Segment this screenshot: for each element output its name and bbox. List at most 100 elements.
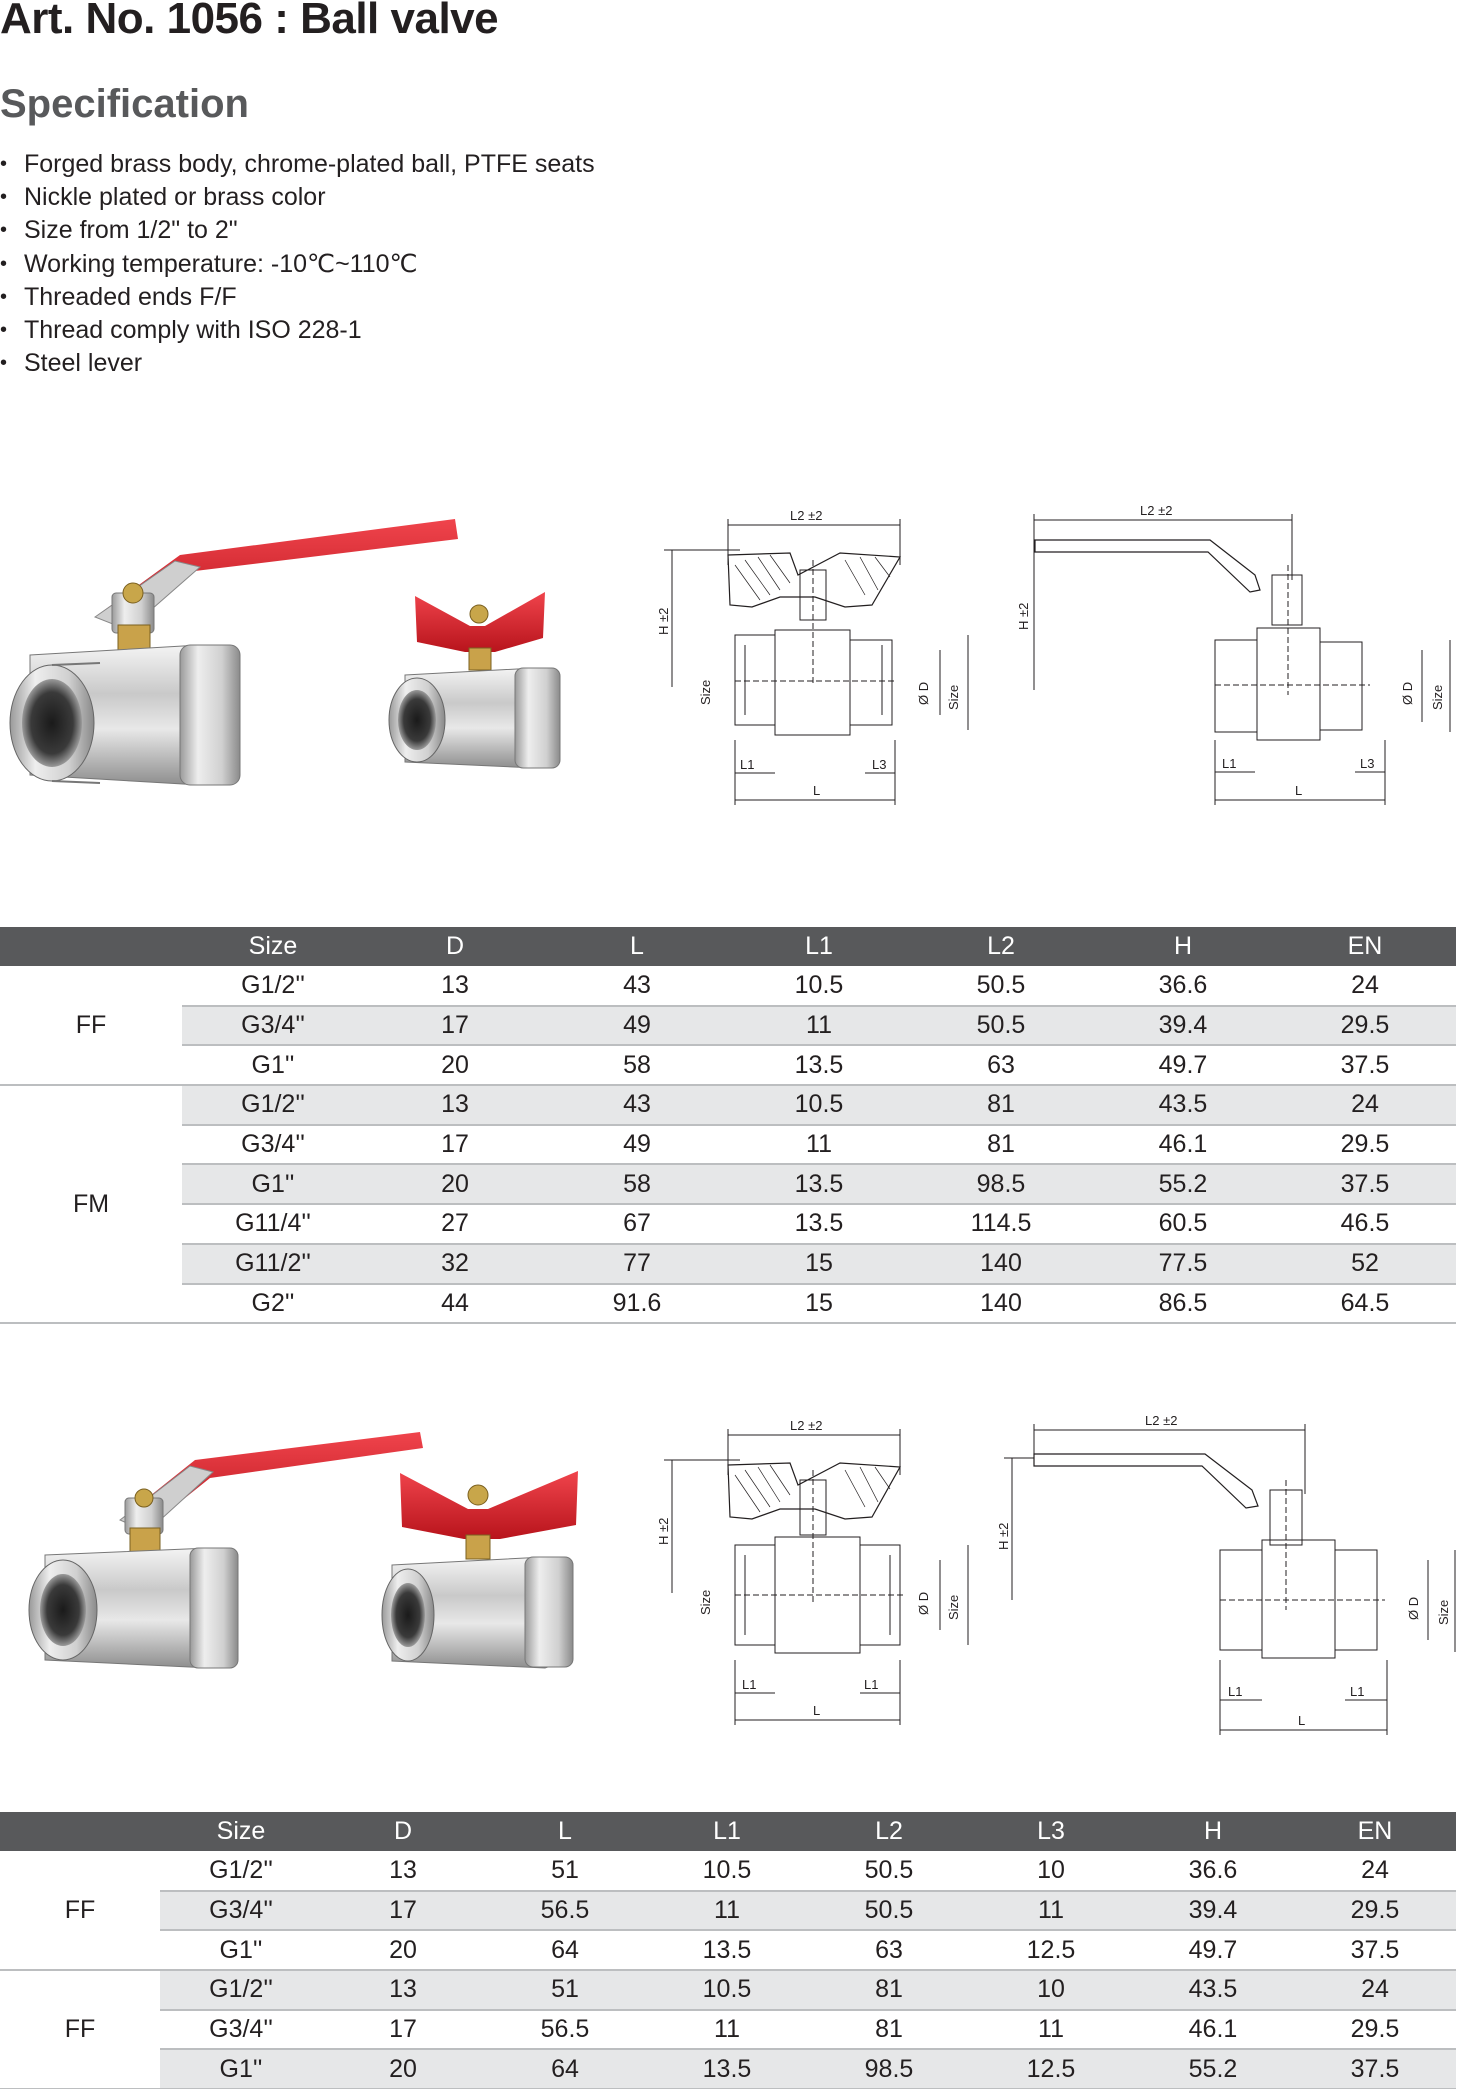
table-cell: 81 [808,2009,970,2051]
table-cell: 17 [364,1005,546,1047]
spec-item: •Threaded ends F/F [0,281,595,314]
table-cell: 11 [646,1890,808,1932]
table-cell: 46.5 [1274,1204,1456,1245]
header-cell: D [364,927,546,966]
table-cell: 13.5 [728,1204,910,1245]
table-cell: 10 [970,1970,1132,2011]
table-cell: 43.5 [1092,1085,1274,1126]
spec-item: •Nickle plated or brass color [0,181,595,214]
header-cell [0,1812,160,1851]
section-heading: Specification [0,82,249,126]
table-cell: 13.5 [646,1930,808,1972]
table-cell: 13.5 [728,1164,910,1206]
dim-label-l3: L3 [1360,756,1374,771]
table-cell: 60.5 [1092,1204,1274,1245]
dim-label-d: Ø D [1406,1597,1421,1620]
dim-label-l1: L1 [1228,1684,1242,1699]
size-cell: G1'' [182,1164,364,1206]
header-cell: EN [1294,1812,1456,1851]
table-cell: 140 [910,1283,1092,1325]
dim-label-size: Size [1436,1600,1451,1625]
group-label: FM [0,1085,182,1325]
table-row: G3/4'' 17 49 11 81 46.1 29.5 [0,1124,1456,1166]
table-cell: 64.5 [1274,1283,1456,1325]
table-cell: 17 [322,2009,484,2051]
spec-item: •Size from 1/2" to 2" [0,214,595,247]
table-cell: 49.7 [1092,1045,1274,1087]
table-cell: 64 [484,2049,646,2089]
table-cell: 46.1 [1132,2009,1294,2051]
table-cell: 10.5 [728,1085,910,1126]
header-cell: Size [182,927,364,966]
dim-label-l: L [1295,783,1302,798]
table-cell: 81 [910,1085,1092,1126]
size-cell: G1'' [160,1930,322,1972]
dim-label-l: L [813,1703,820,1718]
table-cell: 56.5 [484,1890,646,1932]
table-cell: 114.5 [910,1204,1092,1245]
table-row: G3/4'' 17 56.5 11 50.5 11 39.4 29.5 [0,1890,1456,1932]
table-cell: 17 [322,1890,484,1932]
table-cell: 10 [970,1851,1132,1892]
table-header-row: Size D L L1 L2 L3 H EN [0,1812,1456,1851]
table-row: G1'' 20 64 13.5 63 12.5 49.7 37.5 [0,1930,1456,1972]
dim-label-h: H ±2 [656,608,671,635]
table-cell: 13 [364,1085,546,1126]
dim-label-size: Size [698,680,713,705]
table-cell: 13 [322,1970,484,2011]
size-cell: G3/4'' [160,2009,322,2051]
table-cell: 13.5 [646,2049,808,2089]
table-row: G1'' 20 58 13.5 98.5 55.2 37.5 [0,1164,1456,1206]
size-cell: G3/4'' [182,1005,364,1047]
table-cell: 81 [808,1970,970,2011]
table-cell: 51 [484,1970,646,2011]
table-cell: 98.5 [910,1164,1092,1206]
dim-label-l2: L2 ±2 [790,508,822,523]
butterfly-valve-ff-drawing: L2 ±2 H ±2 Size Ø D Size L L1 L1 [656,1418,969,1725]
bullet-icon: • [0,285,8,308]
bullet-icon: • [0,219,8,242]
table-cell: 24 [1294,1851,1456,1892]
table-cell: 11 [646,2009,808,2051]
table-cell: 86.5 [1092,1283,1274,1325]
dimension-table-1: Size D L L1 L2 H EN FF G1/2'' 13 43 10.5… [0,927,1456,1325]
table-cell: 36.6 [1092,966,1274,1007]
table-cell: 46.1 [1092,1124,1274,1166]
table-cell: 64 [484,1930,646,1972]
table-cell: 140 [910,1243,1092,1285]
dim-label-l2: L2 ±2 [1145,1413,1177,1428]
table-cell: 24 [1274,1085,1456,1126]
header-cell: L2 [808,1812,970,1851]
header-cell: L1 [728,927,910,966]
lever-ball-valve-photo [9,519,458,786]
dim-label-l3: L3 [872,757,886,772]
header-cell: H [1132,1812,1294,1851]
table-header-row: Size D L L1 L2 H EN [0,927,1456,966]
table-cell: 43.5 [1132,1970,1294,2011]
header-cell: EN [1274,927,1456,966]
table-cell: 24 [1294,1970,1456,2011]
butterfly-valve-drawing: L2 ±2 H ±2 Size Ø D Size L L1 L3 [656,508,969,805]
table-cell: 32 [364,1243,546,1285]
lever-ball-valve-ff-photo [28,1432,423,1669]
spec-item: •Working temperature: -10℃~110℃ [0,248,595,281]
table-cell: 77 [546,1243,728,1285]
table-cell: 15 [728,1283,910,1325]
size-cell: G2'' [182,1283,364,1325]
table-cell: 10.5 [646,1970,808,2011]
spec-list: •Forged brass body, chrome-plated ball, … [0,148,595,380]
table-row: G2'' 44 91.6 15 140 86.5 64.5 [0,1283,1456,1325]
header-cell: D [322,1812,484,1851]
bullet-icon: • [0,352,8,375]
group-label: FF [0,1851,160,1972]
lever-valve-ff-drawing: L2 ±2 H ±2 Ø D Size L L1 L1 [996,1413,1456,1735]
table-cell: 13.5 [728,1045,910,1087]
table-cell: 37.5 [1294,1930,1456,1972]
table-row: G11/4'' 27 67 13.5 114.5 60.5 46.5 [0,1204,1456,1245]
table-row: FF G1/2'' 13 51 10.5 81 10 43.5 24 [0,1970,1456,2089]
bullet-icon: • [0,186,8,209]
butterfly-ball-valve-photo [388,592,561,769]
table-cell: 15 [728,1243,910,1285]
table-cell: 55.2 [1092,1164,1274,1206]
size-cell: G1/2'' [182,966,364,1007]
